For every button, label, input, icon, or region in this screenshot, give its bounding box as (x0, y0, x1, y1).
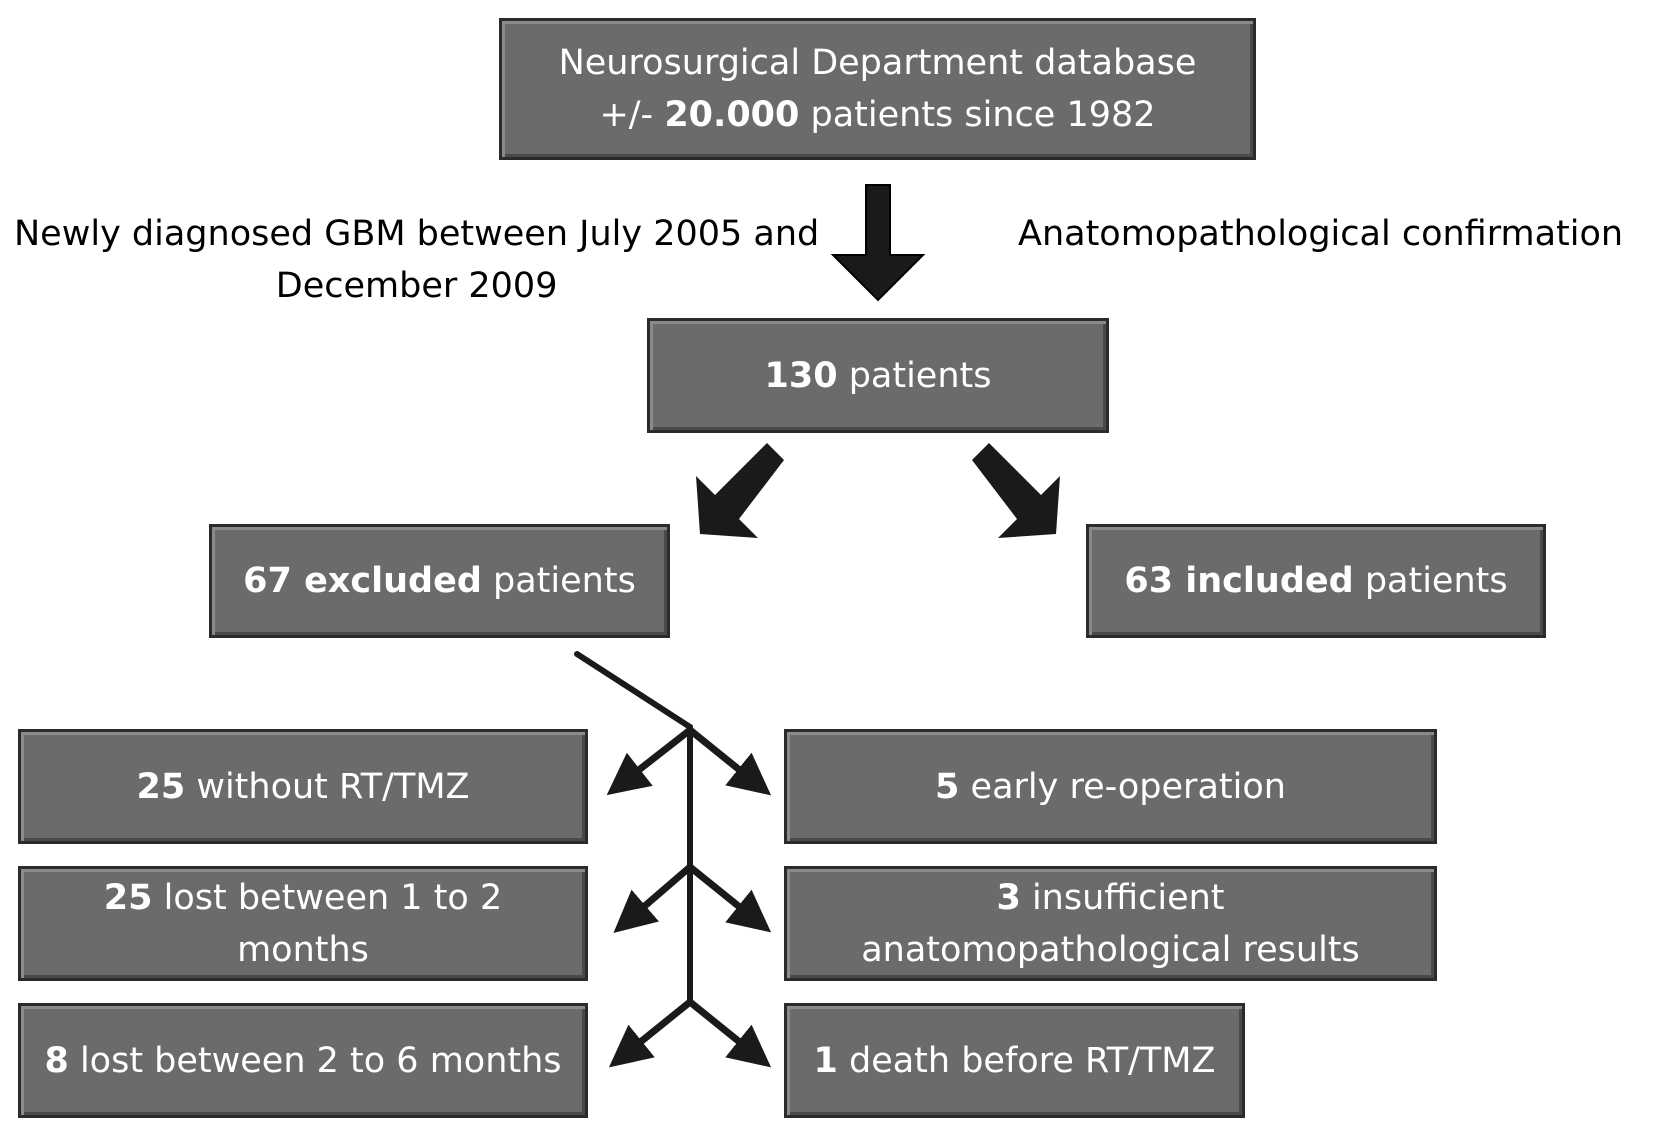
arrow-total-to-excluded (696, 443, 784, 538)
arrow-to-reoperation (687, 727, 772, 796)
arrow-database-to-total (830, 184, 926, 302)
box-database: Neurosurgical Department database +/- 20… (499, 18, 1256, 160)
criteria-right-label: Anatomopathological confirmation (1018, 214, 1624, 254)
arrow-to-without-rt (606, 727, 693, 796)
box-insufficient-results: 3 insufficient anatomopathological resul… (784, 866, 1437, 981)
box-without-rt: 25 without RT/TMZ (18, 729, 588, 844)
arrow-total-to-included (972, 443, 1060, 538)
box-lost-2-6-months: 8 lost between 2 to 6 months (18, 1003, 588, 1118)
database-count: 20.000 (664, 95, 800, 135)
arrow-to-lost-1-2 (613, 864, 693, 933)
box-lost-1-2-months: 25 lost between 1 to 2 months (18, 866, 588, 981)
criteria-left-label: Newly diagnosed GBM between July 2005 an… (14, 214, 820, 306)
database-title: Neurosurgical Department database (558, 43, 1197, 83)
arrow-to-lost-2-6 (608, 999, 693, 1068)
box-excluded: 67 excluded patients (209, 524, 670, 638)
branch-arrows (606, 727, 772, 1068)
box-included: 63 included patients (1086, 524, 1546, 638)
arrow-to-death (687, 999, 772, 1068)
arrow-to-insufficient (687, 864, 772, 933)
box-early-reoperation: 5 early re-operation (784, 729, 1437, 844)
exclusion-branch-tree (574, 651, 693, 1005)
box-death-before-rt: 1 death before RT/TMZ (784, 1003, 1245, 1118)
box-total-patients: 130 patients (647, 318, 1109, 433)
